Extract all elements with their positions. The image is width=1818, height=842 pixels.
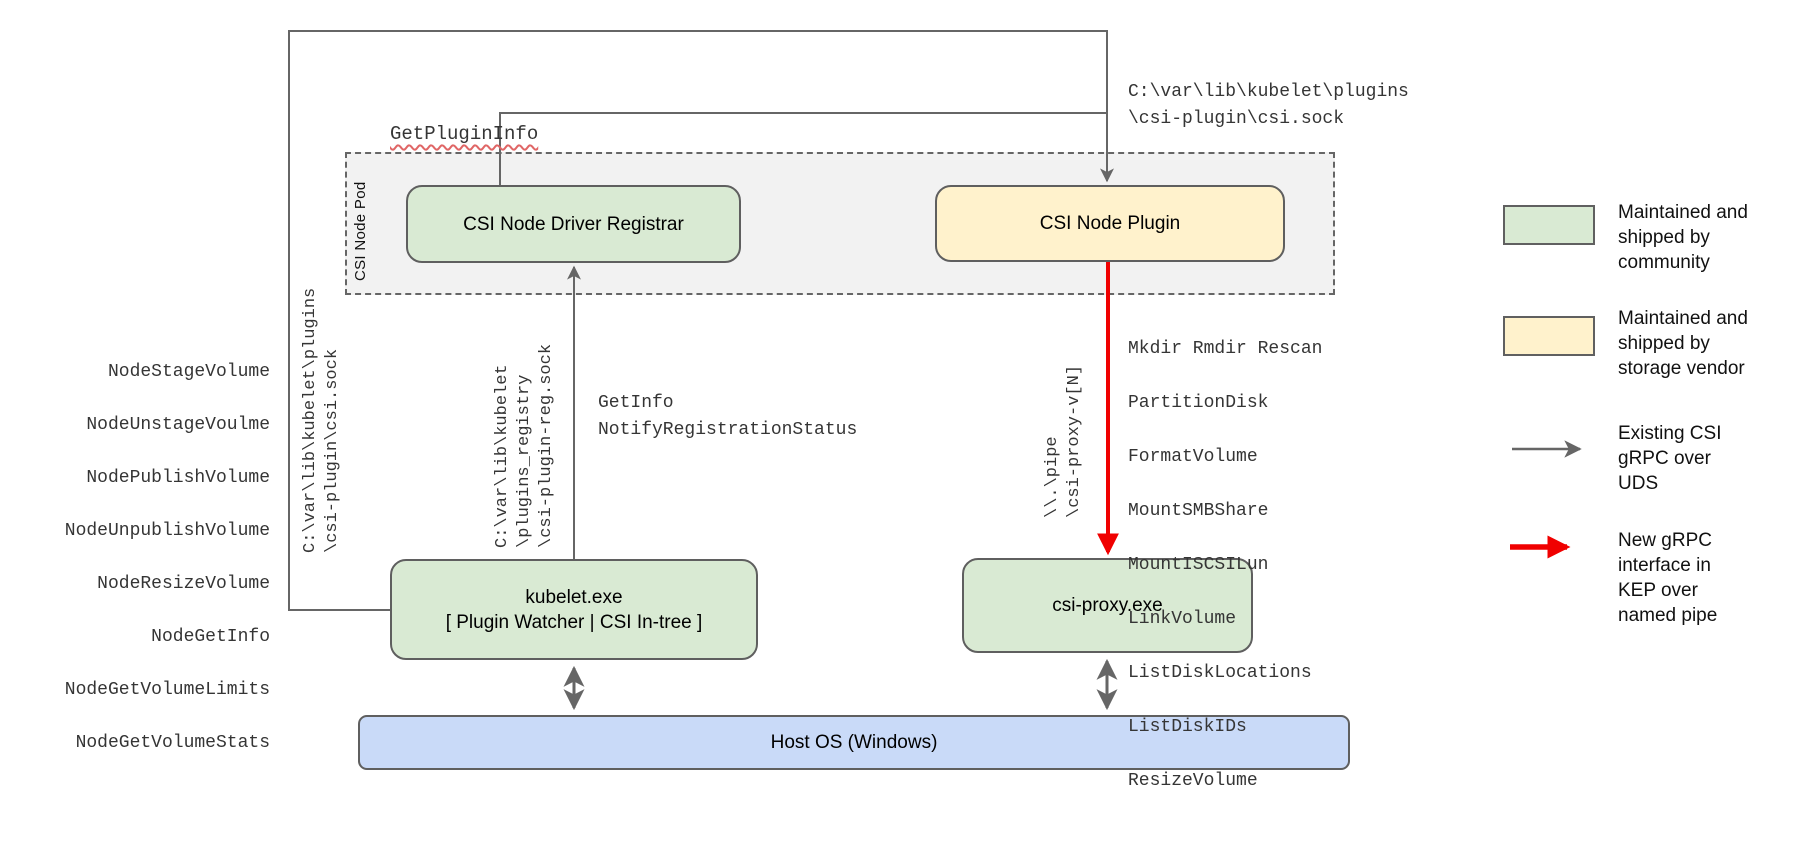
csi-sock-path-label-left: C:\var\lib\kubelet\plugins \csi-plugin\c… (301, 287, 342, 553)
proxy-method: ListDiskIDs (1128, 717, 1247, 737)
node-method: NodeUnstageVoulme (86, 414, 270, 435)
proxy-method: ResizeVolume (1128, 771, 1258, 791)
proxy-method: FormatVolume (1128, 447, 1258, 467)
proxy-method: MountSMBShare (1128, 501, 1269, 521)
legend-new-grpc-text: New gRPC interface in KEP over named pip… (1618, 530, 1718, 626)
proxy-method: PartitionDisk (1128, 393, 1269, 413)
legend-vendor-swatch (1503, 316, 1595, 356)
node-method: NodeGetVolumeLimits (64, 679, 270, 700)
node-method: NodeGetVolumeStats (75, 732, 270, 753)
legend-existing-grpc-text: Existing CSI gRPC over UDS (1618, 423, 1722, 494)
node-method: NodeUnpublishVolume (64, 520, 270, 541)
registration-calls-label: GetInfo NotifyRegistrationStatus (598, 393, 858, 440)
csi-node-pod-label: CSI Node Pod (352, 181, 369, 282)
legend-community-swatch (1503, 205, 1595, 245)
legend-vendor-text: Maintained and shipped by storage vendor (1618, 308, 1748, 379)
node-method: NodePublishVolume (86, 467, 270, 488)
csi-node-driver-registrar-box: CSI Node Driver Registrar (406, 185, 741, 263)
kubelet-to-plugin-connector (288, 30, 1114, 611)
csi-sock-path-label-top: C:\var\lib\kubelet\plugins \csi-plugin\c… (1128, 82, 1409, 129)
node-method: NodeGetInfo (151, 626, 270, 647)
registration-sock-path-label: C:\var\lib\kubelet \plugins_registry \cs… (493, 343, 556, 548)
node-method: NodeStageVolume (107, 361, 270, 382)
host-os-box: Host OS (Windows) (358, 715, 1350, 770)
node-method: NodeResizeVolume (97, 573, 270, 594)
proxy-method: MountISCSILun (1128, 555, 1269, 575)
node-methods-list: NodeStageVolume NodeUnstageVoulme NodePu… (30, 332, 270, 783)
legend-community-text: Maintained and shipped by community (1618, 202, 1748, 273)
kubelet-box: kubelet.exe [ Plugin Watcher | CSI In-tr… (390, 559, 758, 660)
named-pipe-label: \\.\pipe \csi-proxy-v[N] (1043, 364, 1084, 518)
getplugininfo-label: GetPluginInfo (390, 123, 539, 145)
proxy-methods-list: Mkdir Rmdir Rescan PartitionDisk FormatV… (1128, 309, 1322, 822)
proxy-method: ListDiskLocations (1128, 663, 1312, 683)
csi-node-plugin-box: CSI Node Plugin (935, 185, 1285, 262)
proxy-method: Mkdir Rmdir Rescan (1128, 339, 1323, 359)
proxy-method: LinkVolume (1128, 609, 1237, 629)
csi-proxy-box: csi-proxy.exe (962, 558, 1253, 653)
